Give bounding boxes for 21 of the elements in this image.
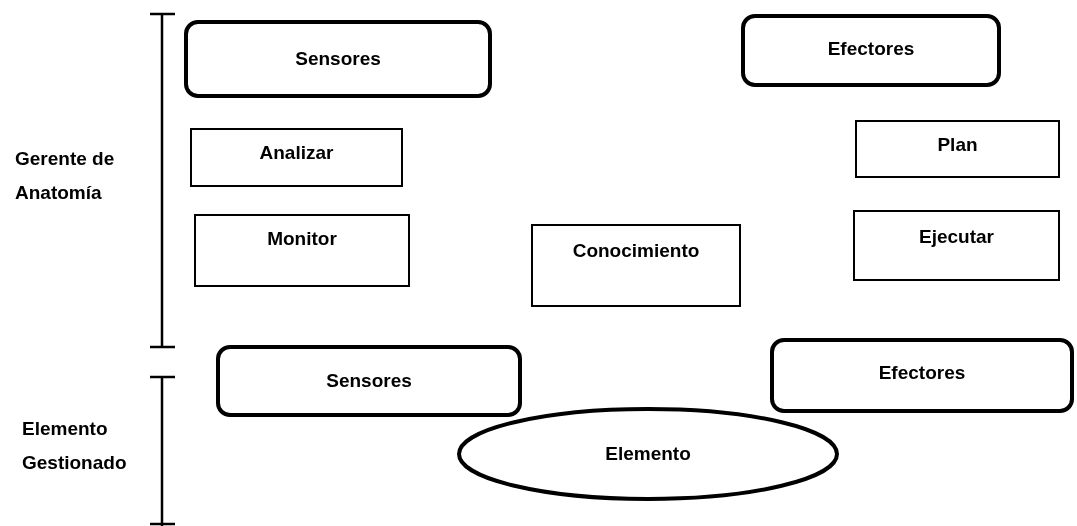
group-label: Gerente de Anatomía [15, 147, 116, 205]
node-label: Ejecutar [919, 226, 994, 248]
node-label: Plan [937, 134, 978, 156]
process-box [853, 210, 1060, 281]
rounded-box [184, 20, 492, 98]
node-label: Monitor [267, 228, 337, 250]
node-label: Sensores [326, 370, 412, 392]
process-box [194, 214, 410, 287]
group-label: Elemento Gestionado [22, 417, 128, 475]
process-box [190, 128, 403, 187]
node-label: Elemento [605, 443, 691, 465]
node-label: Efectores [878, 362, 966, 384]
rounded-box [741, 14, 1001, 87]
node-label: Efectores [827, 38, 915, 60]
process-box [531, 224, 741, 307]
node-label: Sensores [295, 48, 381, 70]
node-label: Conocimiento [572, 240, 700, 262]
process-box [855, 120, 1060, 178]
node-label: Analizar [259, 142, 334, 164]
rounded-box [216, 345, 522, 417]
rounded-box [770, 338, 1074, 413]
